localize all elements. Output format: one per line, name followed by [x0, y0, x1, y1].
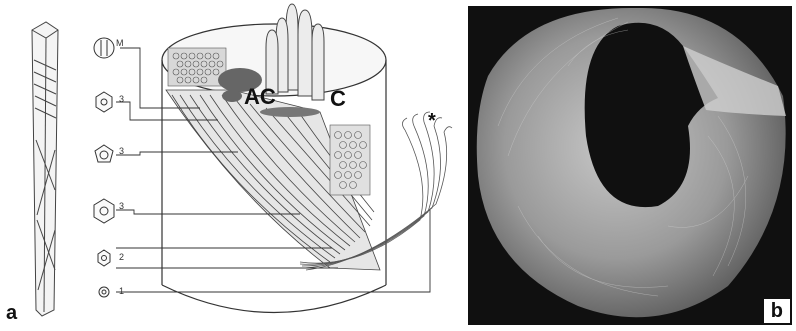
level-label-m: M — [116, 38, 124, 48]
level-label-2: 2 — [119, 252, 124, 262]
panel-b-micrograph: b — [468, 6, 792, 325]
sem-image — [468, 6, 792, 325]
level-label-1: 1 — [119, 286, 124, 296]
region-label-ac: AC — [244, 84, 276, 110]
level-label-3c: 3 — [119, 201, 124, 211]
region-label-asterisk: * — [428, 110, 436, 133]
twisted-rod — [32, 22, 58, 316]
level-label-3b: 3 — [119, 146, 124, 156]
level-label-3a: 3 — [119, 94, 124, 104]
level-icons — [94, 38, 114, 297]
cylinder-schematic — [0, 0, 462, 331]
panel-a-label: a — [6, 302, 17, 325]
panel-a-diagram: a AC C * M 3 3 3 2 1 — [0, 0, 462, 331]
region-label-c: C — [330, 86, 346, 112]
panel-b-label: b — [771, 300, 783, 323]
